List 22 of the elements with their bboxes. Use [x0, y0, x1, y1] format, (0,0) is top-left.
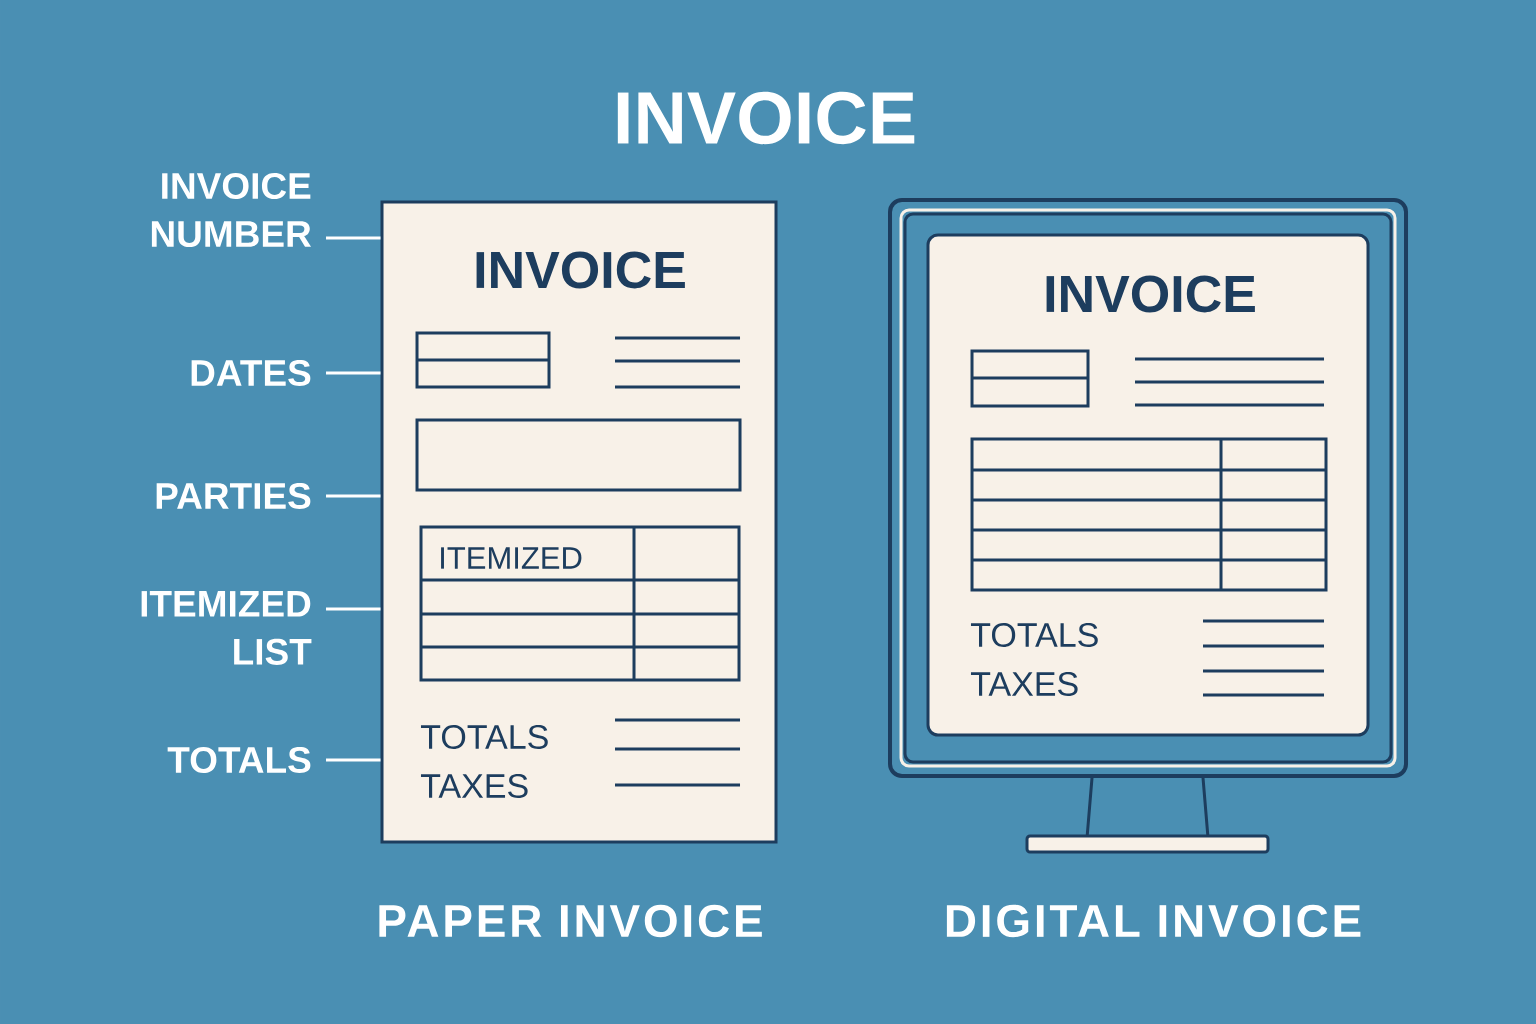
- callout-label: TOTALS: [167, 746, 311, 774]
- callout-label: DATES: [191, 359, 311, 387]
- node-label: PAPER INVOICE: [379, 904, 762, 938]
- total-label: TAXES: [421, 773, 528, 799]
- document-heading: INVOICE: [1046, 275, 1255, 313]
- title: INVOICE: [617, 91, 915, 145]
- leader-line: [326, 236, 381, 240]
- screen-document: [926, 233, 1370, 737]
- node-label: DIGITAL INVOICE: [946, 904, 1361, 938]
- leader-line: [326, 494, 381, 498]
- total-label: TOTALS: [971, 622, 1098, 648]
- document-heading: INVOICE: [476, 251, 685, 289]
- callout-label: INVOICE NUMBER: [151, 172, 311, 248]
- total-label: TOTALS: [421, 724, 548, 750]
- table-header: ITEMIZED: [441, 547, 582, 569]
- leader-line: [326, 607, 381, 611]
- paper-document: [380, 200, 778, 844]
- callout-label: ITEMIZED LIST: [141, 591, 312, 665]
- callout-label: PARTIES: [156, 482, 311, 510]
- total-label: TAXES: [971, 671, 1078, 697]
- leader-line: [326, 758, 381, 762]
- leader-line: [326, 371, 381, 375]
